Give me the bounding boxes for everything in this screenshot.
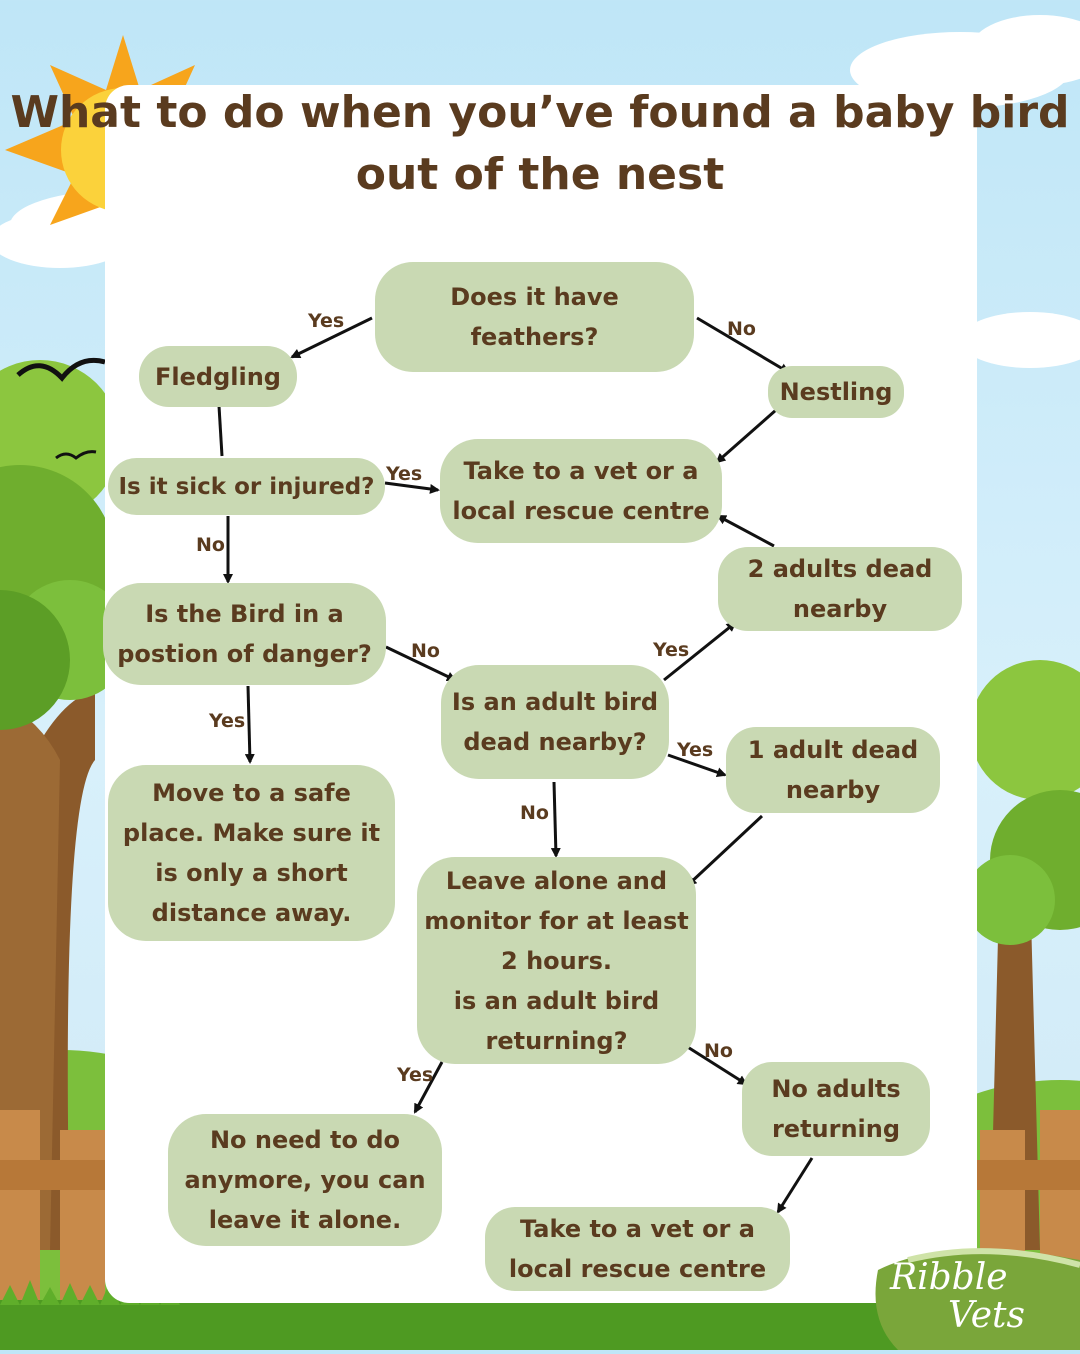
label-danger-no: No [411,640,440,662]
logo-swoosh [875,1248,1080,1350]
label-danger-yes: Yes [209,710,246,732]
arrow-adult-dead-yes-two [663,621,737,682]
node-one-adult-dead: 1 adult dead nearby [726,727,940,813]
node-move-to-safe-place: Move to a safe place. Make sure it is on… [108,765,395,941]
label-adult-dead-no: No [520,802,549,824]
ribble-vets-logo: Ribble Vets [868,1230,1080,1350]
title-line-2: out of the nest [355,149,725,200]
arrow-danger-no [385,645,457,682]
label-feathers-yes: Yes [308,310,345,332]
label-returning-yes: Yes [397,1064,434,1086]
logo-text-ribble: Ribble [890,1257,1008,1298]
title-line-1: What to do when you’ve found a baby bird [10,87,1070,138]
label-sick-yes: Yes [386,463,423,485]
arrow-feathers-yes [290,316,373,359]
node-adult-dead-nearby: Is an adult bird dead nearby? [441,665,669,779]
node-leave-alone-monitor: Leave alone and monitor for at least 2 h… [417,857,696,1064]
arrow-feathers-no [696,316,790,374]
arrow-returning-yes [413,1061,444,1114]
node-no-adults-returning: No adults returning [742,1062,930,1156]
arrow-returning-no [685,1044,748,1086]
line-fledgling-sick [217,405,224,457]
label-sick-no: No [196,534,225,556]
logo-text-vets: Vets [948,1295,1025,1336]
node-does-it-have-feathers: Does it have feathers? [375,262,694,372]
arrow-two-dead-vet [716,514,775,548]
arrow-danger-yes [244,685,255,764]
node-position-of-danger: Is the Bird in a postion of danger? [103,583,386,685]
label-returning-no: No [704,1040,733,1062]
node-no-need-to-do: No need to do anymore, you can leave it … [168,1114,442,1246]
arrow-adult-dead-yes-one [667,753,727,778]
label-adult-dead-yes-two: Yes [653,639,690,661]
node-sick-or-injured: Is it sick or injured? [108,458,385,515]
label-adult-dead-yes-one: Yes [677,739,714,761]
node-nestling: Nestling [768,366,904,418]
node-vet-bottom: Take to a vet or a local rescue centre [485,1207,790,1291]
node-two-adults-dead: 2 adults dead nearby [718,547,962,631]
arrow-one-dead-leave [686,814,764,887]
arrow-nestling-vet [715,408,777,464]
node-vet-top: Take to a vet or a local rescue centre [440,439,722,543]
arrow-no-adults-vet [776,1157,814,1214]
arrow-sick-yes [384,481,440,494]
arrow-adult-dead-no [550,781,561,858]
page-title: What to do when you’ve found a baby bird… [0,82,1080,206]
node-fledgling: Fledgling [139,346,297,407]
label-feathers-no: No [727,318,756,340]
